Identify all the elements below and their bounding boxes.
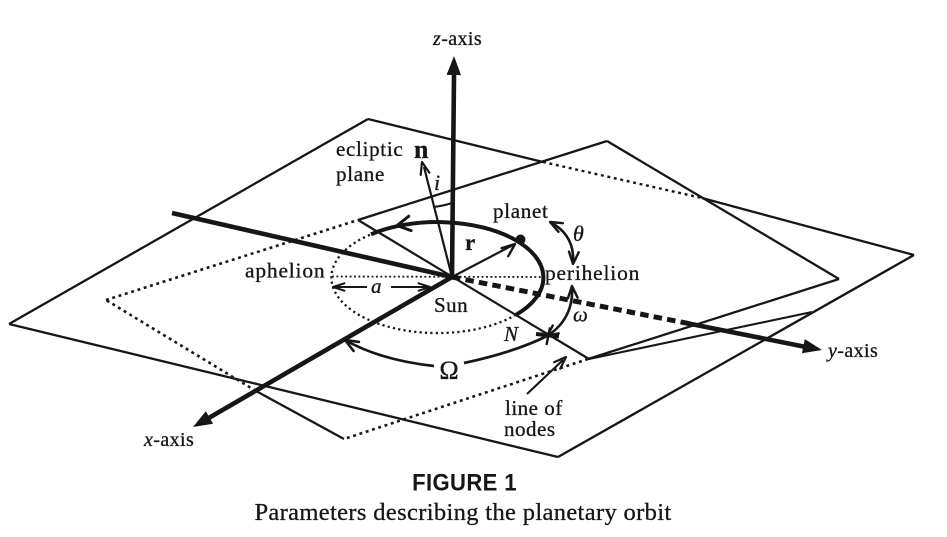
svg-text:line of: line of: [505, 396, 563, 420]
svg-text:planet: planet: [493, 199, 549, 223]
svg-text:aphelion: aphelion: [245, 259, 325, 283]
svg-text:Parameters describing the plan: Parameters describing the planetary orbi…: [254, 499, 671, 526]
svg-text:Ω: Ω: [439, 356, 458, 385]
svg-text:ω: ω: [573, 303, 588, 327]
svg-text:i: i: [434, 170, 440, 195]
svg-text:x-axis: x-axis: [143, 429, 194, 451]
svg-text:FIGURE 1: FIGURE 1: [412, 469, 517, 496]
svg-text:r: r: [465, 230, 475, 255]
svg-text:plane: plane: [336, 162, 385, 186]
svg-text:perihelion: perihelion: [545, 261, 640, 285]
svg-text:y-axis: y-axis: [826, 340, 878, 362]
svg-text:z-axis: z-axis: [432, 28, 482, 50]
svg-text:N: N: [503, 322, 519, 346]
svg-text:Sun: Sun: [434, 293, 468, 317]
svg-text:ecliptic: ecliptic: [336, 137, 403, 161]
svg-text:n: n: [414, 135, 429, 164]
svg-text:a: a: [371, 274, 382, 298]
svg-text:θ: θ: [573, 221, 584, 246]
svg-text:nodes: nodes: [504, 417, 556, 441]
